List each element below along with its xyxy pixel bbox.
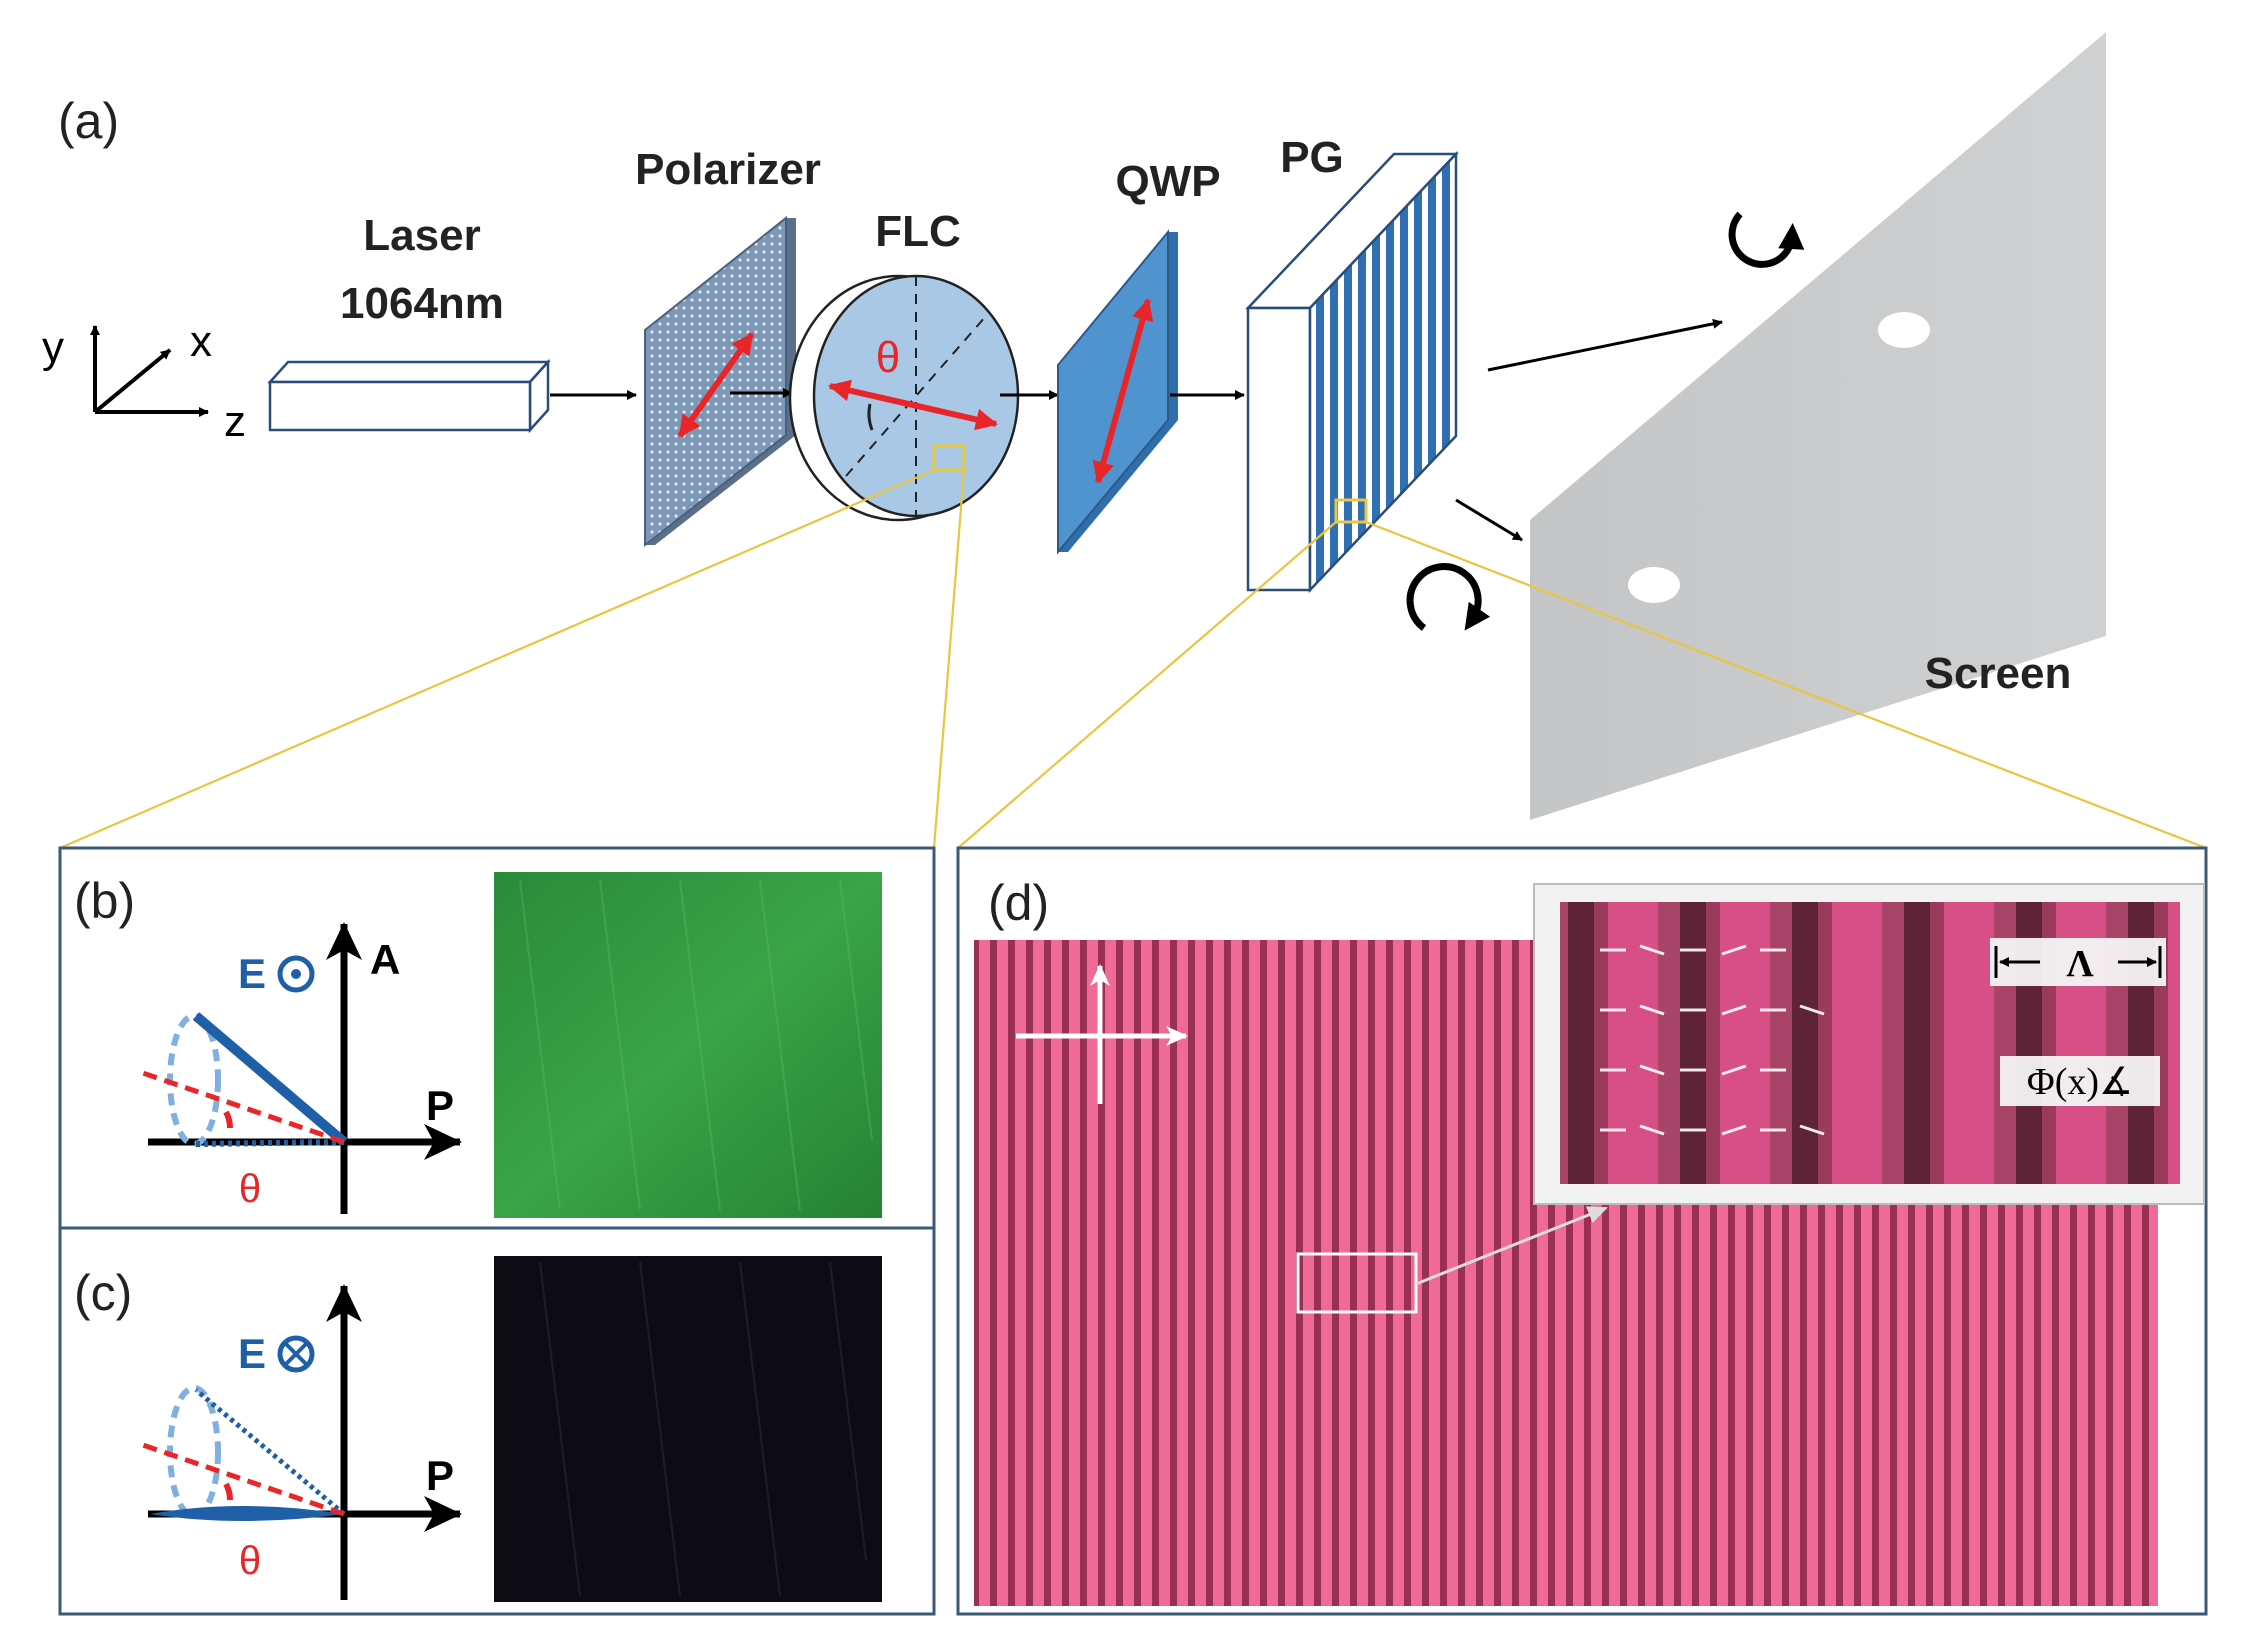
panel-c: (c) P E θ <box>58 1226 936 1616</box>
polarizer-axis-arrow <box>677 332 755 438</box>
b-angle-label: θ <box>239 1167 261 1211</box>
qwp-plate <box>1057 229 1178 555</box>
qwp-label: QWP <box>1115 157 1220 206</box>
c-angle-label: θ <box>239 1539 261 1583</box>
b-micrograph-green <box>494 872 882 1218</box>
laser-device <box>267 358 551 434</box>
laser-wavelength-label: 1064nm <box>340 279 504 328</box>
c-director-cone <box>139 1385 346 1521</box>
screen-spot-lower <box>1628 567 1680 603</box>
c-micrograph-dark <box>494 1256 882 1602</box>
flc-angle-label: θ <box>876 333 900 382</box>
zoom-connector-lines <box>59 468 2207 850</box>
b-director-cone <box>139 1012 348 1147</box>
c-axis-p-label: P <box>426 1452 454 1499</box>
x-axis-arrow <box>93 348 172 414</box>
y-axis-label: y <box>42 323 64 372</box>
diffracted-beam-lower <box>1455 498 1523 542</box>
panel-c-label: (c) <box>74 1265 132 1321</box>
panel-a-label: (a) <box>58 93 119 149</box>
diffracted-beam-upper <box>1487 318 1723 372</box>
d-inset-phase-box <box>2000 1056 2160 1106</box>
screen-spot-upper <box>1878 312 1930 348</box>
panel-d-label: (d) <box>988 875 1049 931</box>
pg-zoom-marker <box>1334 498 1368 524</box>
flc-director-arrow <box>828 379 998 431</box>
c-micrograph-texture <box>539 1261 867 1597</box>
b-field-out-of-page-icon <box>277 955 315 993</box>
d-zoom-pointer-arrow <box>1415 1206 1608 1286</box>
circular-polarization-upper-icon <box>1728 211 1805 268</box>
b-axis-p-label: P <box>426 1082 454 1129</box>
laser-label: Laser <box>363 211 480 260</box>
d-inset-director-dashes <box>1600 944 1825 1136</box>
panel-b-label: (b) <box>74 873 135 929</box>
d-inset-period-label: Λ <box>2066 943 2094 985</box>
z-axis-label: z <box>224 397 246 446</box>
c-field-into-page-icon <box>277 1335 315 1373</box>
x-axis-label: x <box>190 317 212 366</box>
flc-zoom-marker <box>932 444 966 472</box>
b-micrograph-texture <box>519 879 873 1211</box>
pg-label: PG <box>1280 133 1344 182</box>
flc-label: FLC <box>875 207 961 256</box>
polarizer-label: Polarizer <box>635 145 821 194</box>
c-field-label: E <box>238 1330 266 1377</box>
d-inset: Λ Φ(x)∡ <box>1533 883 2205 1205</box>
pg-grating <box>1245 150 1459 594</box>
coordinate-axes <box>90 325 209 417</box>
panel-a: (a) y x z Laser 1064nm Polarizer <box>42 32 2207 850</box>
b-field-label: E <box>238 950 266 997</box>
d-inset-phase-label: Φ(x)∡ <box>2027 1061 2133 1103</box>
screen-label: Screen <box>1925 649 2072 698</box>
screen-plane <box>1530 32 2106 820</box>
qwp-axis-arrow <box>1092 298 1154 484</box>
panel-d: (d) <box>956 846 2208 1616</box>
b-axis-a-label: A <box>370 936 400 983</box>
panel-b: (b) A P E θ <box>58 846 936 1230</box>
circular-polarization-lower-icon <box>1406 563 1491 631</box>
